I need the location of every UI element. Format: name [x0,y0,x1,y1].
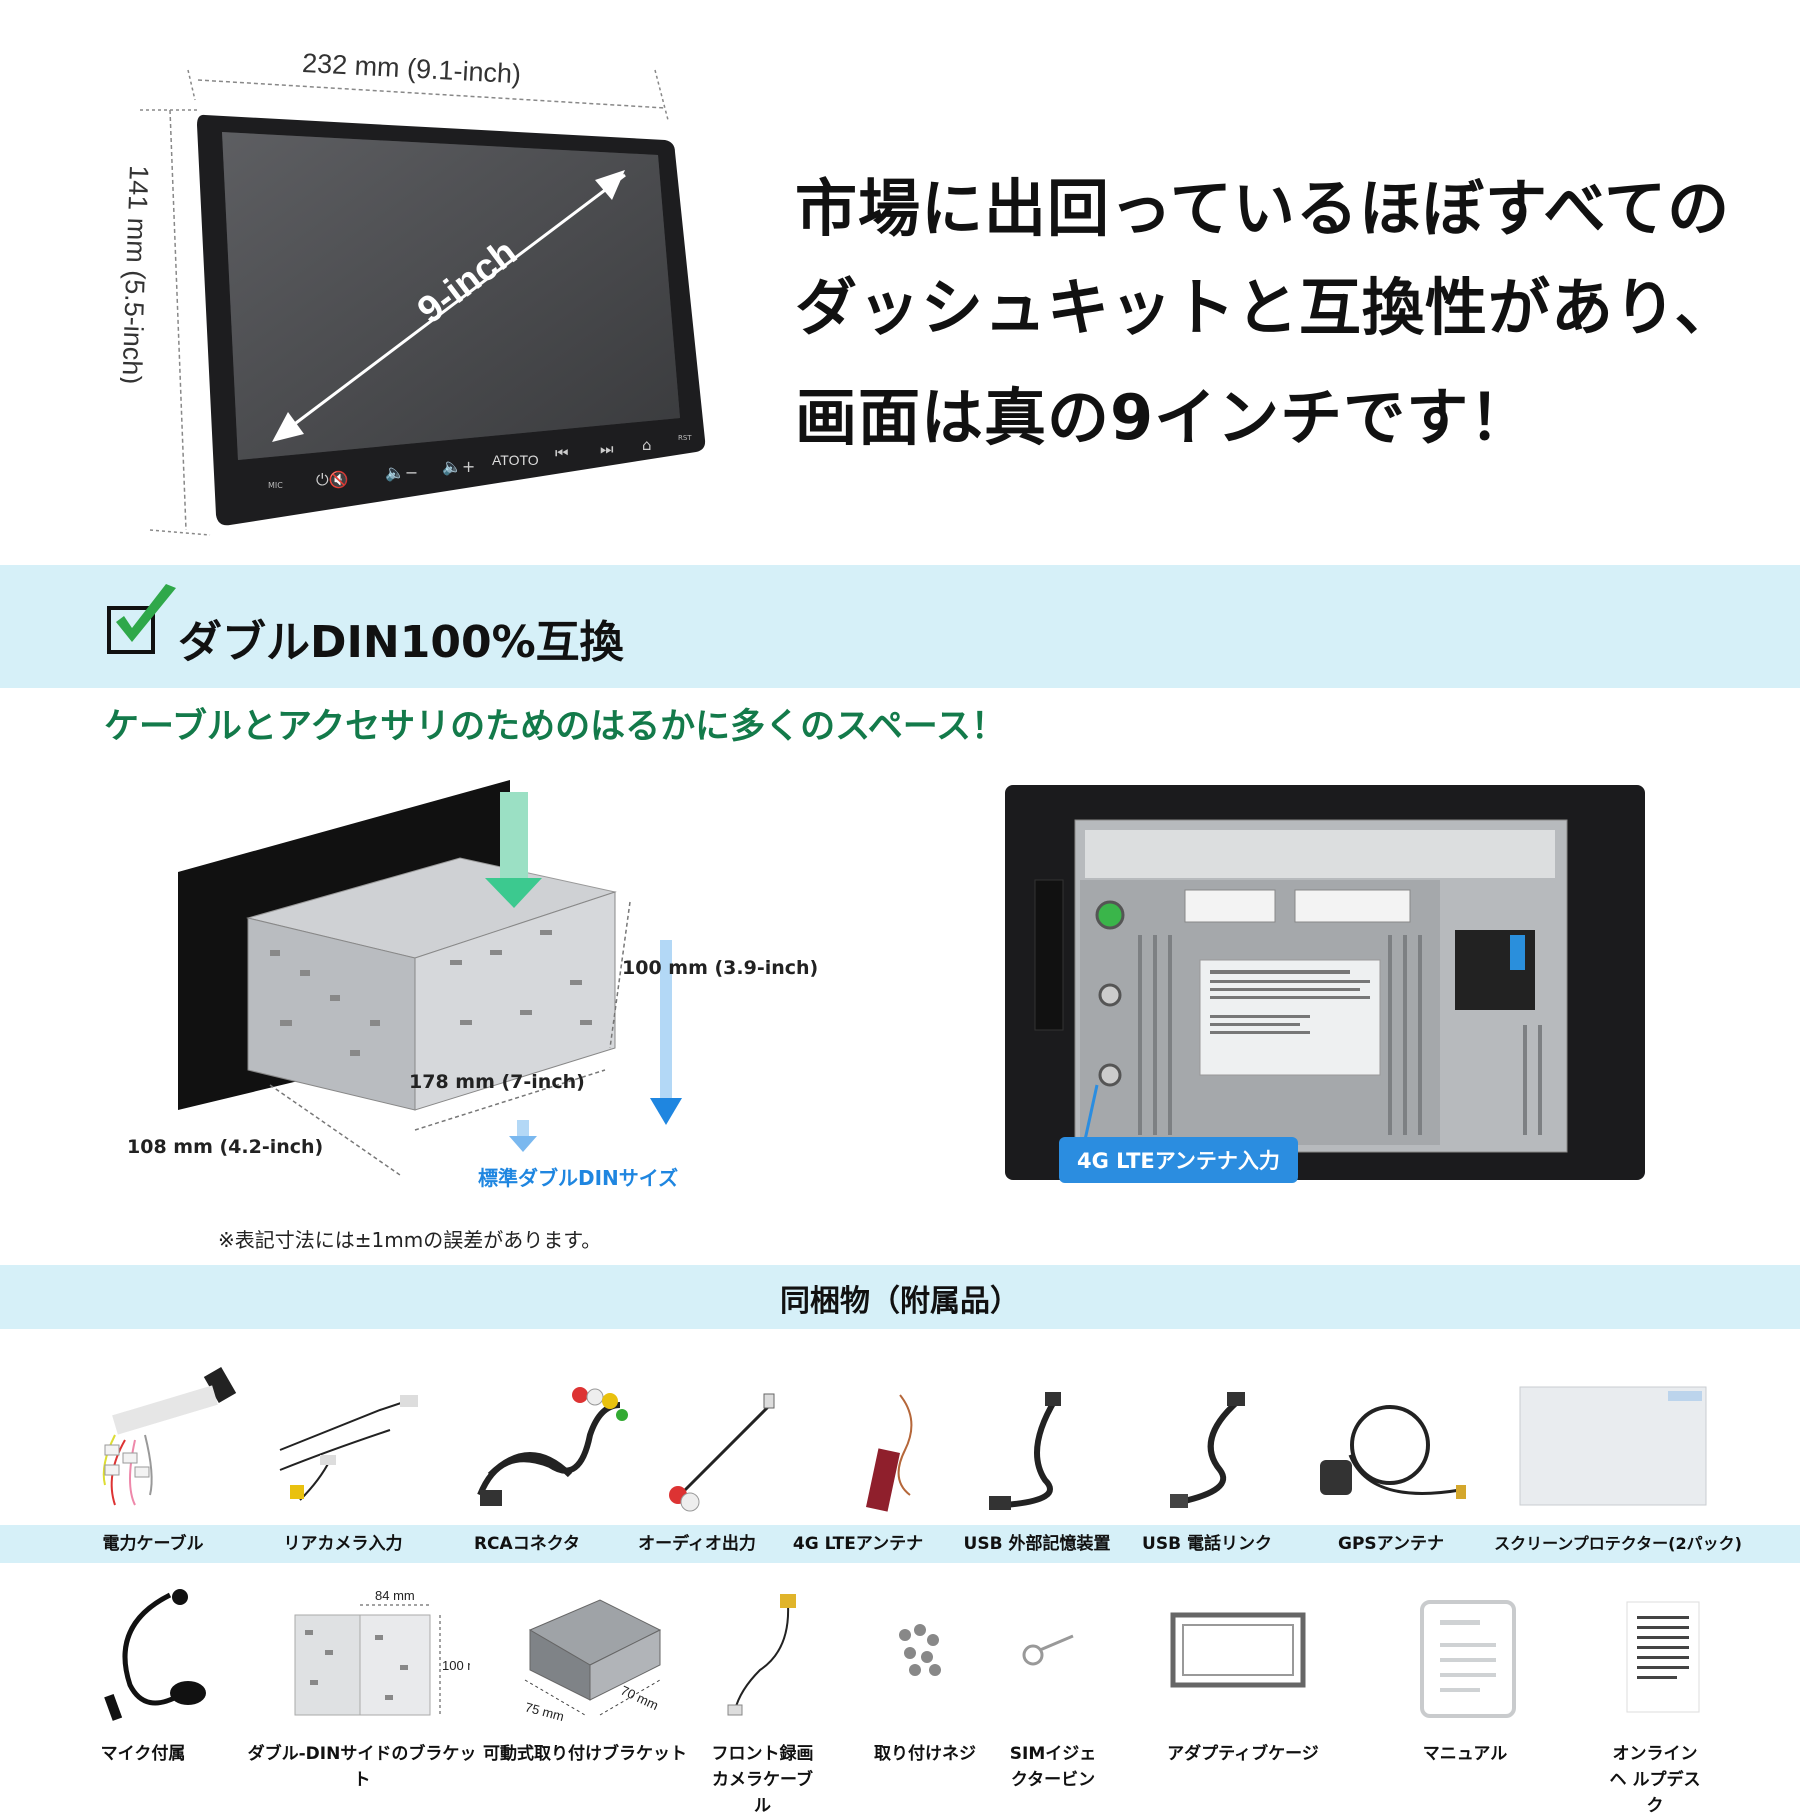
headline-line-2: ダッシュキットと互換性があり、 [795,271,1738,344]
audio-out-cable-icon [669,1393,775,1512]
usb-phone-cable-icon [1170,1392,1245,1508]
headline-line-3: 画面は真の9インチです！ [795,381,1533,454]
helpdesk-icon [1626,1601,1700,1713]
volume-down-icon: 🔈− [385,463,418,482]
front-camera-cable-icon [727,1594,796,1716]
cage-side-dim: 70 mm [618,1683,660,1713]
screen-protector-icon [1519,1386,1707,1506]
head-unit-dimension-drawing: 232 mm (9.1-inch) 141 mm (5.5-inch) 9-in… [120,48,706,536]
label-lte-antenna: 4G LTEアンテナ [792,1534,924,1554]
label-microphone: マイク付属 [100,1744,186,1764]
accessories-banner [0,1265,1800,1329]
checkbox-icon [107,584,176,654]
sim-ejector-icon [1022,1634,1074,1666]
label-sim-ejector: SIMイジェ クタービン [1009,1744,1097,1790]
din-compat-banner [0,565,1800,688]
rear-panel-photo [1005,785,1645,1180]
label-power-cable: 電力ケーブル [102,1534,204,1554]
row1-label-strip [0,1525,1800,1563]
label-usb-storage: USB 外部記憶装置 [963,1534,1111,1554]
double-din-chassis-drawing [178,780,682,1176]
rear-camera-cable-icon [279,1395,418,1501]
din-title: ダブルDIN100%互換 [178,617,624,668]
screws-icon [899,1624,941,1676]
label-cage: アダプティブケージ [1167,1744,1319,1764]
space-subtitle: ケーブルとアクセサリのためのはるかに多くのスペース！ [104,707,1006,747]
label-manual: マニュアル [1422,1744,1508,1764]
movable-bracket-icon: 75 mm 70 mm [523,1599,662,1724]
label-screen-protector: スクリーンプロテクター(2パック) [1494,1534,1742,1553]
label-rear-camera: リアカメラ入力 [283,1534,403,1554]
side-bracket-icon: 84 mm 100 mm [294,1590,470,1716]
label-audio-out: オーディオ出力 [638,1534,756,1554]
bracket-height-dim: 100 mm [442,1658,470,1673]
cage-icon [1170,1612,1306,1688]
label-usb-phone: USB 電話リンク [1142,1534,1272,1554]
height-dimension-label: 141 mm (5.5-inch) [120,165,154,385]
manual-icon [1420,1600,1516,1718]
label-helpdesk: オンラインヘ ルプデスク [1609,1744,1701,1816]
label-screws: 取り付けネジ [874,1744,976,1764]
volume-up-icon: 🔈+ [442,457,475,476]
lte-antenna-icon [866,1394,913,1512]
cage-depth-dim: 75 mm [523,1699,565,1724]
bracket-width-dim: 84 mm [375,1590,415,1603]
brand-logo: ATOTO [492,452,539,468]
label-gps: GPSアンテナ [1338,1534,1444,1554]
width-dim-label: 108 mm (4.2-inch) [127,1136,324,1158]
tolerance-note: ※表記寸法には±1mmの誤差があります。 [218,1228,602,1252]
home-icon: ⌂ [642,436,652,454]
rst-label: RST [678,434,692,442]
accessories-title: 同梱物（附属品） [780,1284,1020,1319]
gps-antenna-icon [1320,1405,1466,1499]
next-icon: ⏭ [600,440,614,458]
rca-cable-icon [477,1387,628,1506]
standard-din-label: 標準ダブルDINサイズ [478,1166,679,1190]
mic-label: MIC [268,481,283,490]
headline-line-1: 市場に出回っているほぼすべての [795,172,1731,245]
usb-storage-cable-icon [989,1392,1061,1510]
label-movable-bracket: 可動式取り付けブラケット [483,1744,687,1764]
label-rca: RCAコネクタ [473,1534,581,1554]
power-harness-icon [102,1367,237,1506]
width-dimension-label: 232 mm (9.1-inch) [301,48,521,89]
height-dim-label: 100 mm (3.9-inch) [622,957,819,979]
depth-dim-label: 178 mm (7-inch) [409,1071,585,1093]
lte-input-badge: 4G LTEアンテナ入力 [1059,1137,1298,1183]
label-side-bracket: ダブル-DINサイドのブラケット [247,1744,477,1790]
previous-icon: ⏮ [555,444,569,462]
power-mute-icon: ⏻🔇 [316,470,349,489]
label-front-camera-cable: フロント録画 カメラケーブル [711,1744,814,1816]
microphone-icon [104,1589,206,1721]
